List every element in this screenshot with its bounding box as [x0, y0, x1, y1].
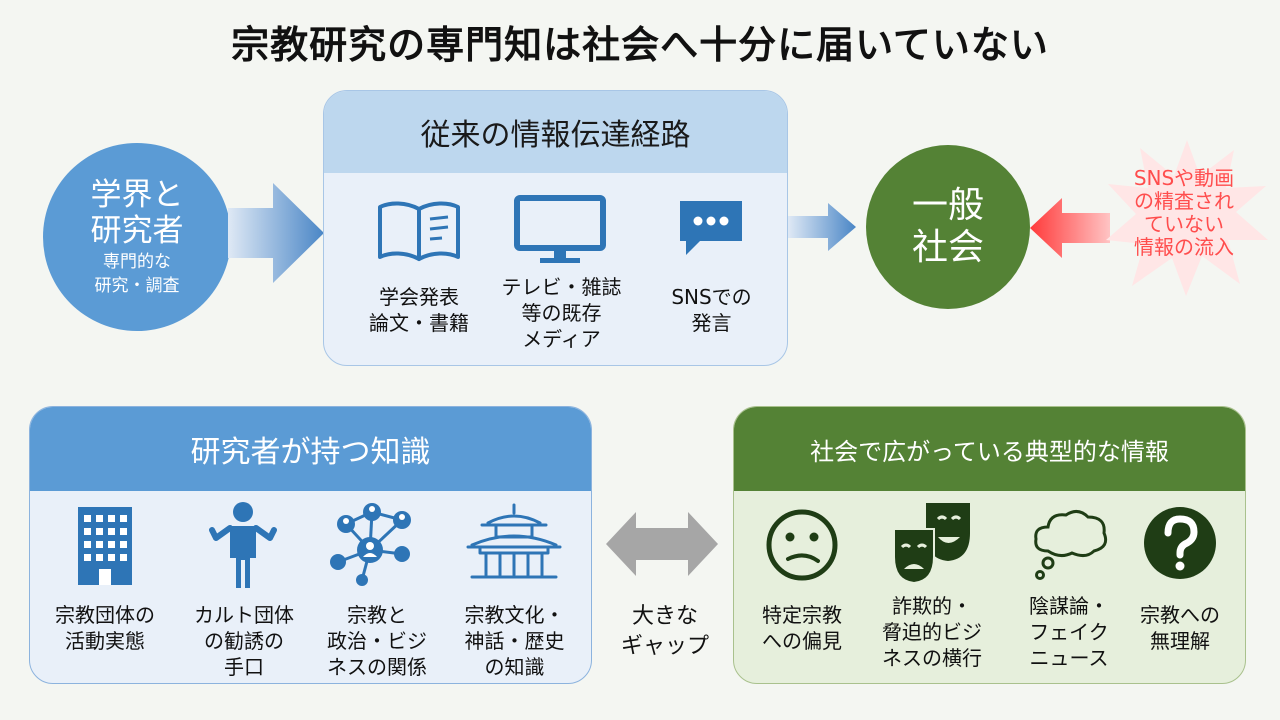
- channel-academic-line2: 論文・書籍: [369, 311, 469, 335]
- theater-masks-icon: [893, 503, 970, 585]
- knowledge-politics-line1: 宗教と: [347, 603, 407, 627]
- info-misunderstanding-line2: 無理解: [1150, 629, 1210, 653]
- knowledge-item-politics-business: 宗教と 政治・ビジ ネスの関係: [312, 602, 442, 680]
- knowledge-culture-line3: の知識: [484, 655, 545, 679]
- knowledge-politics-line2: 政治・ビジ: [327, 629, 427, 653]
- page-title: 宗教研究の専門知は社会へ十分に届いていない: [231, 23, 1049, 67]
- monitor-icon: [514, 195, 606, 263]
- channel-media-line1: テレビ・雑誌: [501, 275, 622, 299]
- general-society-circle: 一般 社会: [866, 145, 1030, 309]
- unverified-info-inflow-text: SNSや動画 の精査され ていない 情報の流入: [1110, 167, 1258, 259]
- info-prejudice-line2: への偏見: [762, 629, 842, 653]
- person-shrug-icon: [209, 502, 277, 588]
- knowledge-item-activities: 宗教団体の 活動実態: [35, 602, 175, 654]
- starburst-icon: [1106, 140, 1268, 296]
- traditional-channels-panel: 従来の情報伝達経路 学会発表 論文・書籍 テレビ・雑誌 等の既存 メディア SN…: [323, 90, 788, 366]
- info-item-conspiracy-fake-news: 陰謀論・ フェイク ニュース: [1004, 593, 1134, 671]
- info-item-prejudice: 特定宗教 への偏見: [739, 602, 865, 654]
- channel-item-academic: 学会発表 論文・書籍: [354, 284, 484, 336]
- info-conspiracy-line3: ニュース: [1029, 646, 1109, 670]
- info-item-misunderstanding: 宗教への 無理解: [1114, 602, 1245, 654]
- info-header: 社会で広がっている典型的な情報: [734, 407, 1245, 491]
- knowledge-recruiting-line1: カルト団体: [194, 603, 294, 627]
- channel-media-line2: 等の既存: [521, 301, 602, 325]
- info-conspiracy-line1: 陰謀論・: [1029, 594, 1109, 618]
- knowledge-item-recruiting: カルト団体 の勧誘の 手口: [178, 602, 310, 680]
- channel-item-sns: SNSでの 発言: [644, 284, 779, 336]
- knowledge-header: 研究者が持つ知識: [30, 407, 591, 491]
- knowledge-activities-line1: 宗教団体の: [55, 603, 155, 627]
- gap-line2: ギャップ: [620, 634, 709, 659]
- knowledge-culture-line1: 宗教文化・: [464, 603, 565, 627]
- info-item-fraud-business: 詐欺的・ 脅迫的ビジ ネスの横行: [865, 593, 999, 671]
- inflow-line4: 情報の流入: [1134, 235, 1234, 259]
- info-conspiracy-line2: フェイク: [1029, 620, 1109, 644]
- network-people-icon: [330, 503, 411, 586]
- academia-sub-line1: 専門的な: [103, 252, 171, 272]
- confused-face-icon: [766, 509, 838, 581]
- knowledge-item-culture-history: 宗教文化・ 神話・歴史 の知識: [442, 602, 587, 680]
- thought-bubble-icon: [1034, 510, 1108, 580]
- office-building-icon: [78, 507, 132, 585]
- academia-label-line2: 研究者: [90, 213, 184, 249]
- arrow-to-channels-icon: [228, 183, 324, 283]
- knowledge-activities-line2: 活動実態: [65, 629, 145, 653]
- academia-label-line1: 学界と: [90, 177, 184, 213]
- temple-icon: [466, 503, 562, 579]
- channel-academic-line1: 学会発表: [379, 285, 459, 309]
- academia-sub-line2: 研究・調査: [94, 276, 180, 296]
- knowledge-politics-line3: ネスの関係: [327, 655, 427, 679]
- society-label-line1: 一般: [911, 185, 984, 226]
- researcher-knowledge-panel: 研究者が持つ知識 宗教団体の 活動実態 カルト団体 の勧誘の 手口: [29, 406, 592, 684]
- academia-circle: 学界と 研究者 専門的な 研究・調査: [43, 143, 231, 331]
- info-misunderstanding-line1: 宗教への: [1140, 603, 1220, 627]
- gap-line1: 大きな: [631, 604, 698, 629]
- big-gap-label: 大きな ギャップ: [600, 602, 730, 662]
- inflow-line2: の精査され: [1134, 189, 1234, 213]
- info-fraud-line3: ネスの横行: [882, 646, 982, 670]
- inflow-arrow-icon: [1030, 198, 1110, 258]
- question-mark-icon: [1144, 507, 1216, 579]
- arrow-to-society-icon: [788, 203, 856, 251]
- channels-header: 従来の情報伝達経路: [324, 91, 787, 173]
- knowledge-recruiting-line2: の勧誘の: [204, 629, 284, 653]
- chat-bubble-icon: [680, 201, 742, 255]
- society-label-line2: 社会: [911, 227, 984, 268]
- inflow-line3: ていない: [1144, 212, 1224, 236]
- channel-sns-line2: 発言: [691, 311, 732, 335]
- info-fraud-line2: 脅迫的ビジ: [882, 620, 982, 644]
- info-fraud-line1: 詐欺的・: [892, 594, 972, 618]
- book-icon: [378, 201, 460, 261]
- channel-sns-line1: SNSでの: [671, 285, 752, 309]
- channel-media-line3: メディア: [522, 327, 601, 351]
- typical-society-info-panel: 社会で広がっている典型的な情報 特定宗教 への偏見 詐欺的・ 脅迫的ビジ ネスの…: [733, 406, 1246, 684]
- knowledge-recruiting-line3: 手口: [224, 655, 264, 679]
- info-prejudice-line1: 特定宗教: [762, 603, 842, 627]
- inflow-line1: SNSや動画: [1133, 166, 1235, 190]
- knowledge-culture-line2: 神話・歴史: [464, 629, 565, 653]
- channel-item-media: テレビ・雑誌 等の既存 メディア: [489, 274, 634, 352]
- double-arrow-icon: [606, 512, 718, 576]
